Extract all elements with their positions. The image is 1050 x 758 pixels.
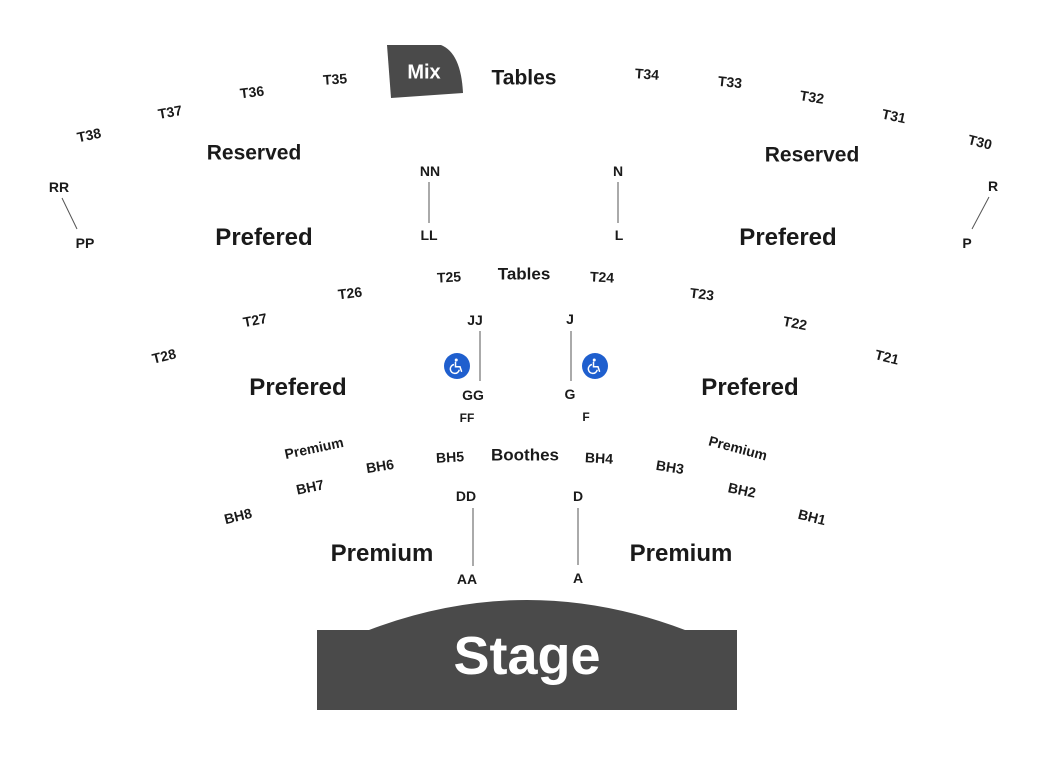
row-f[interactable]: F (582, 410, 590, 424)
table-t31[interactable]: T31 (880, 105, 908, 127)
table-t28[interactable]: T28 (150, 345, 178, 367)
row-ll[interactable]: LL (420, 227, 438, 243)
row-g[interactable]: G (564, 386, 576, 402)
table-t30[interactable]: T30 (966, 131, 994, 153)
table-t23[interactable]: T23 (689, 284, 715, 304)
table-t32[interactable]: T32 (798, 87, 826, 107)
table-t38[interactable]: T38 (75, 124, 103, 146)
booth-bh4[interactable]: BH4 (584, 449, 614, 467)
row-n[interactable]: N (612, 163, 624, 179)
wheelchair-icon (582, 353, 608, 379)
row-dd[interactable]: DD (455, 488, 477, 504)
section-tables-top[interactable]: Tables (491, 66, 557, 90)
row-pp[interactable]: PP (75, 235, 95, 251)
row-d[interactable]: D (572, 488, 584, 504)
mix-booth (387, 45, 463, 98)
table-t25[interactable]: T25 (436, 268, 462, 286)
section-prefered-lower-right[interactable]: Prefered (701, 374, 799, 401)
table-t35[interactable]: T35 (322, 70, 348, 88)
section-reserved-right[interactable]: Reserved (764, 143, 860, 167)
section-prefered-upper-left[interactable]: Prefered (215, 224, 313, 251)
row-r[interactable]: R (987, 178, 999, 194)
row-a[interactable]: A (572, 570, 584, 586)
row-j[interactable]: J (566, 311, 574, 327)
table-t37[interactable]: T37 (156, 102, 184, 122)
row-l[interactable]: L (614, 227, 624, 243)
mix-label: Mix (407, 61, 441, 84)
connector-r-p (971, 196, 990, 230)
section-premium-small-left[interactable]: Premium (283, 433, 345, 463)
table-t22[interactable]: T22 (781, 312, 809, 334)
row-rr[interactable]: RR (48, 179, 70, 195)
table-t26[interactable]: T26 (337, 283, 363, 303)
row-jj[interactable]: JJ (467, 312, 483, 328)
booth-bh7[interactable]: BH7 (294, 476, 326, 498)
section-premium-right[interactable]: Premium (629, 540, 733, 567)
stage (317, 600, 737, 710)
table-t36[interactable]: T36 (239, 82, 265, 102)
row-ff[interactable]: FF (459, 411, 475, 425)
section-tables-mid[interactable]: Tables (497, 264, 551, 284)
booth-bh6[interactable]: BH6 (364, 455, 396, 477)
row-gg[interactable]: GG (462, 387, 484, 403)
section-boothes[interactable]: Boothes (491, 445, 559, 465)
section-premium-small-right[interactable]: Premium (706, 432, 770, 464)
row-aa[interactable]: AA (456, 571, 478, 587)
wheelchair-icon (444, 353, 470, 379)
table-t24[interactable]: T24 (589, 268, 615, 286)
table-t34[interactable]: T34 (634, 65, 660, 83)
section-premium-left[interactable]: Premium (330, 540, 434, 567)
booth-bh3[interactable]: BH3 (654, 456, 686, 478)
stage-label: Stage (453, 626, 601, 686)
booth-bh2[interactable]: BH2 (726, 479, 758, 501)
section-prefered-upper-right[interactable]: Prefered (739, 224, 837, 251)
section-prefered-lower-left[interactable]: Prefered (249, 374, 347, 401)
row-nn[interactable]: NN (419, 163, 441, 179)
booth-bh1[interactable]: BH1 (796, 505, 828, 529)
booth-bh8[interactable]: BH8 (222, 504, 254, 528)
table-t33[interactable]: T33 (717, 72, 743, 92)
section-reserved-left[interactable]: Reserved (206, 141, 302, 165)
table-t21[interactable]: T21 (873, 346, 901, 368)
row-p[interactable]: P (962, 235, 972, 251)
connector-rr-pp (61, 197, 78, 230)
table-t27[interactable]: T27 (241, 309, 269, 331)
booth-bh5[interactable]: BH5 (435, 448, 465, 466)
